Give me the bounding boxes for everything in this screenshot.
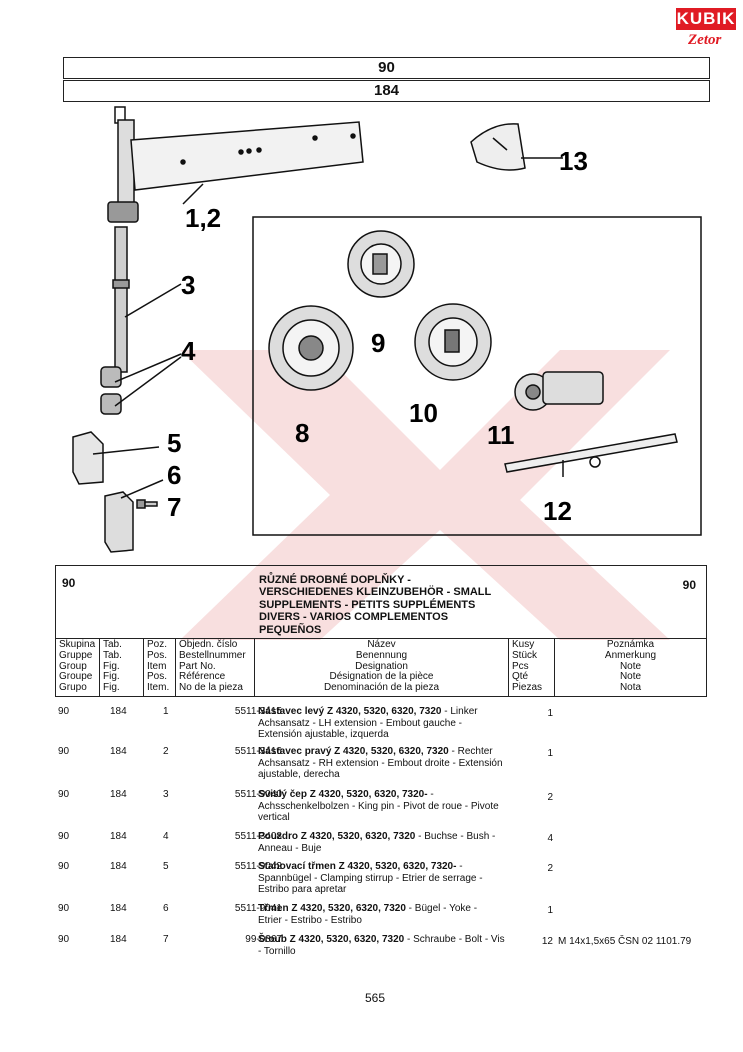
callout-10: 10	[409, 398, 438, 428]
gear-part-10	[414, 303, 492, 381]
section-group-right: 90	[682, 578, 696, 592]
group-number-box: 90	[63, 57, 710, 79]
page-number: 565	[365, 991, 386, 1005]
callout-7: 7	[167, 492, 181, 522]
gear-part-9	[347, 230, 415, 298]
parts-diagram: 1,2 3 4 5 6 7 8 9 10 11 12 13	[72, 106, 702, 553]
extension-arm-part	[107, 106, 364, 223]
callout-3: 3	[181, 270, 195, 300]
section-group-left: 90	[62, 576, 76, 590]
bolt-part	[136, 499, 158, 509]
callout-8: 8	[295, 418, 309, 448]
gear-shaft-part-11	[514, 371, 604, 411]
logo-sub: Zetor	[688, 32, 722, 48]
callout-11: 11	[487, 420, 515, 450]
king-pin-part	[112, 226, 130, 373]
clip-part	[470, 123, 526, 171]
callout-9: 9	[371, 328, 385, 358]
callout-12: 12	[543, 496, 572, 526]
col-table: Tab.Tab.Fig.Fig.Fig.	[100, 638, 144, 696]
gear-part-8	[268, 305, 354, 391]
kubik-zetor-logo: KUBIK Zetor	[676, 8, 736, 60]
bush-parts	[100, 366, 122, 415]
callout-5: 5	[167, 428, 181, 458]
yoke-part	[104, 491, 134, 553]
callout-13: 13	[559, 146, 588, 176]
callout-6: 6	[167, 460, 181, 490]
rod-part-12	[504, 433, 678, 473]
clamping-stirrup-part	[72, 431, 104, 485]
callout-4: 4	[181, 336, 196, 366]
logo-brand: KUBIK	[676, 8, 736, 30]
callout-1-2: 1,2	[185, 203, 221, 233]
table-number-box: 184	[63, 80, 710, 102]
section-description: 90 90 RŮZNÉ DROBNÉ DOPLŇKY - VERSCHIEDEN…	[55, 565, 707, 639]
section-title: RŮZNÉ DROBNÉ DOPLŇKY - VERSCHIEDENES KLE…	[259, 574, 492, 636]
